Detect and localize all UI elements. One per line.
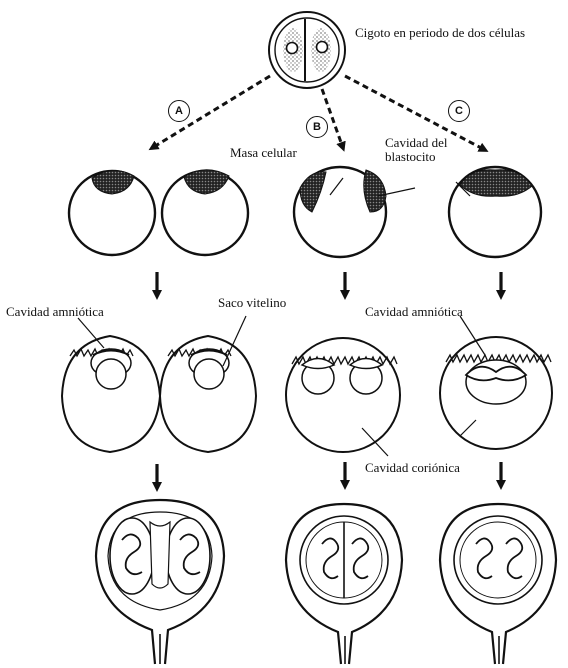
- path-b-badge: B: [306, 116, 328, 138]
- embryo-a-left: [62, 336, 160, 452]
- path-a-badge: A: [168, 100, 190, 122]
- yolk-sac-label: Saco vitelino: [218, 296, 286, 310]
- cell-mass-label: Masa celular: [230, 146, 297, 160]
- down-arrows-1: [157, 272, 501, 296]
- blastocyst-b: [294, 167, 386, 257]
- embryo-b: [286, 338, 400, 452]
- uterus-c: [440, 504, 556, 664]
- uterus-b: [286, 504, 402, 664]
- zygote: [269, 12, 345, 88]
- blastocyst-a-left: [69, 170, 155, 255]
- amniotic-cavity-c-label: Cavidad amniótica: [365, 305, 463, 319]
- blastocyst-c: [449, 167, 541, 257]
- embryo-a-right: [160, 336, 256, 452]
- chorionic-cavity-label: Cavidad coriónica: [365, 461, 460, 475]
- blastocyst-a-right: [162, 170, 248, 255]
- embryo-c: [440, 337, 552, 449]
- zygote-label: Cigoto en periodo de dos células: [355, 26, 525, 40]
- blastocyst-cavity-label: Cavidad del blastocito: [385, 136, 447, 163]
- amniotic-cavity-a-label: Cavidad amniótica: [6, 305, 104, 319]
- path-c-badge: C: [448, 100, 470, 122]
- uterus-a: [96, 500, 224, 664]
